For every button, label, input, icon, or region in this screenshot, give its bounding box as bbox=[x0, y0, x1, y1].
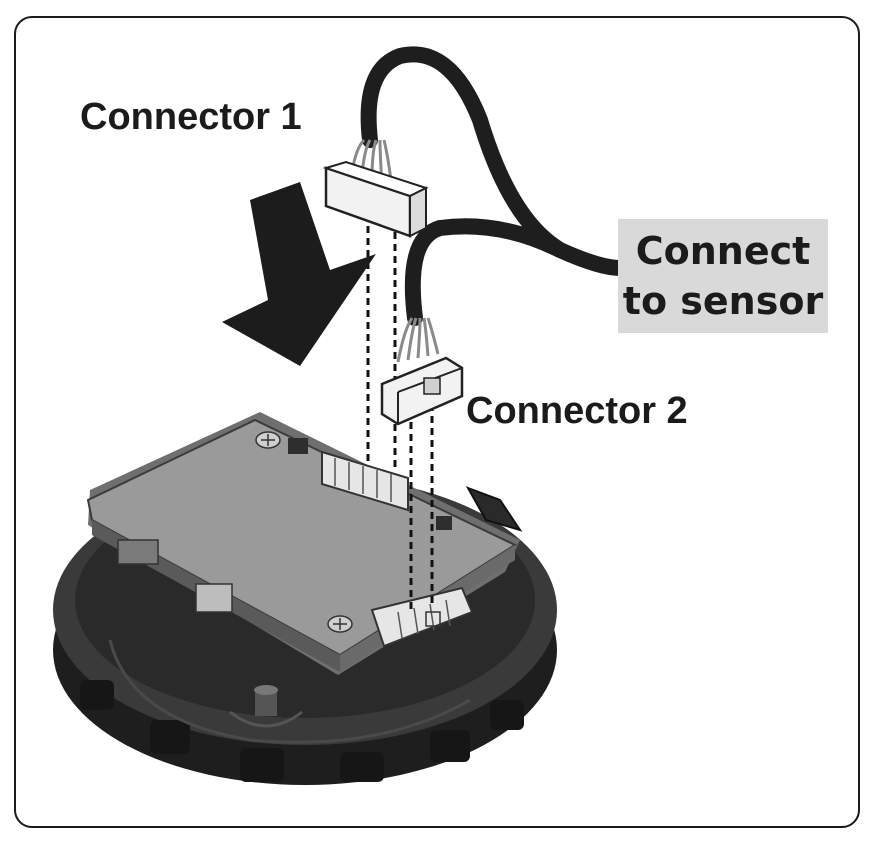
sensor-callout: Connect to sensor bbox=[618, 219, 828, 333]
connector-1-plug bbox=[322, 138, 429, 238]
sensor-callout-line-2: to sensor bbox=[622, 279, 824, 323]
insert-direction-arrow bbox=[222, 182, 376, 366]
circuit-board bbox=[86, 412, 520, 675]
sensor-cable bbox=[360, 46, 628, 326]
board-screw-top bbox=[255, 431, 281, 449]
connector-2-label: Connector 2 bbox=[466, 390, 688, 432]
board-socket-1 bbox=[321, 450, 409, 512]
connector-2-plug bbox=[380, 317, 464, 426]
sensor-callout-line-1: Connect bbox=[635, 229, 811, 273]
connector-1-label: Connector 1 bbox=[80, 96, 302, 138]
board-screw-bottom bbox=[327, 615, 353, 633]
board-socket-2 bbox=[370, 586, 474, 648]
